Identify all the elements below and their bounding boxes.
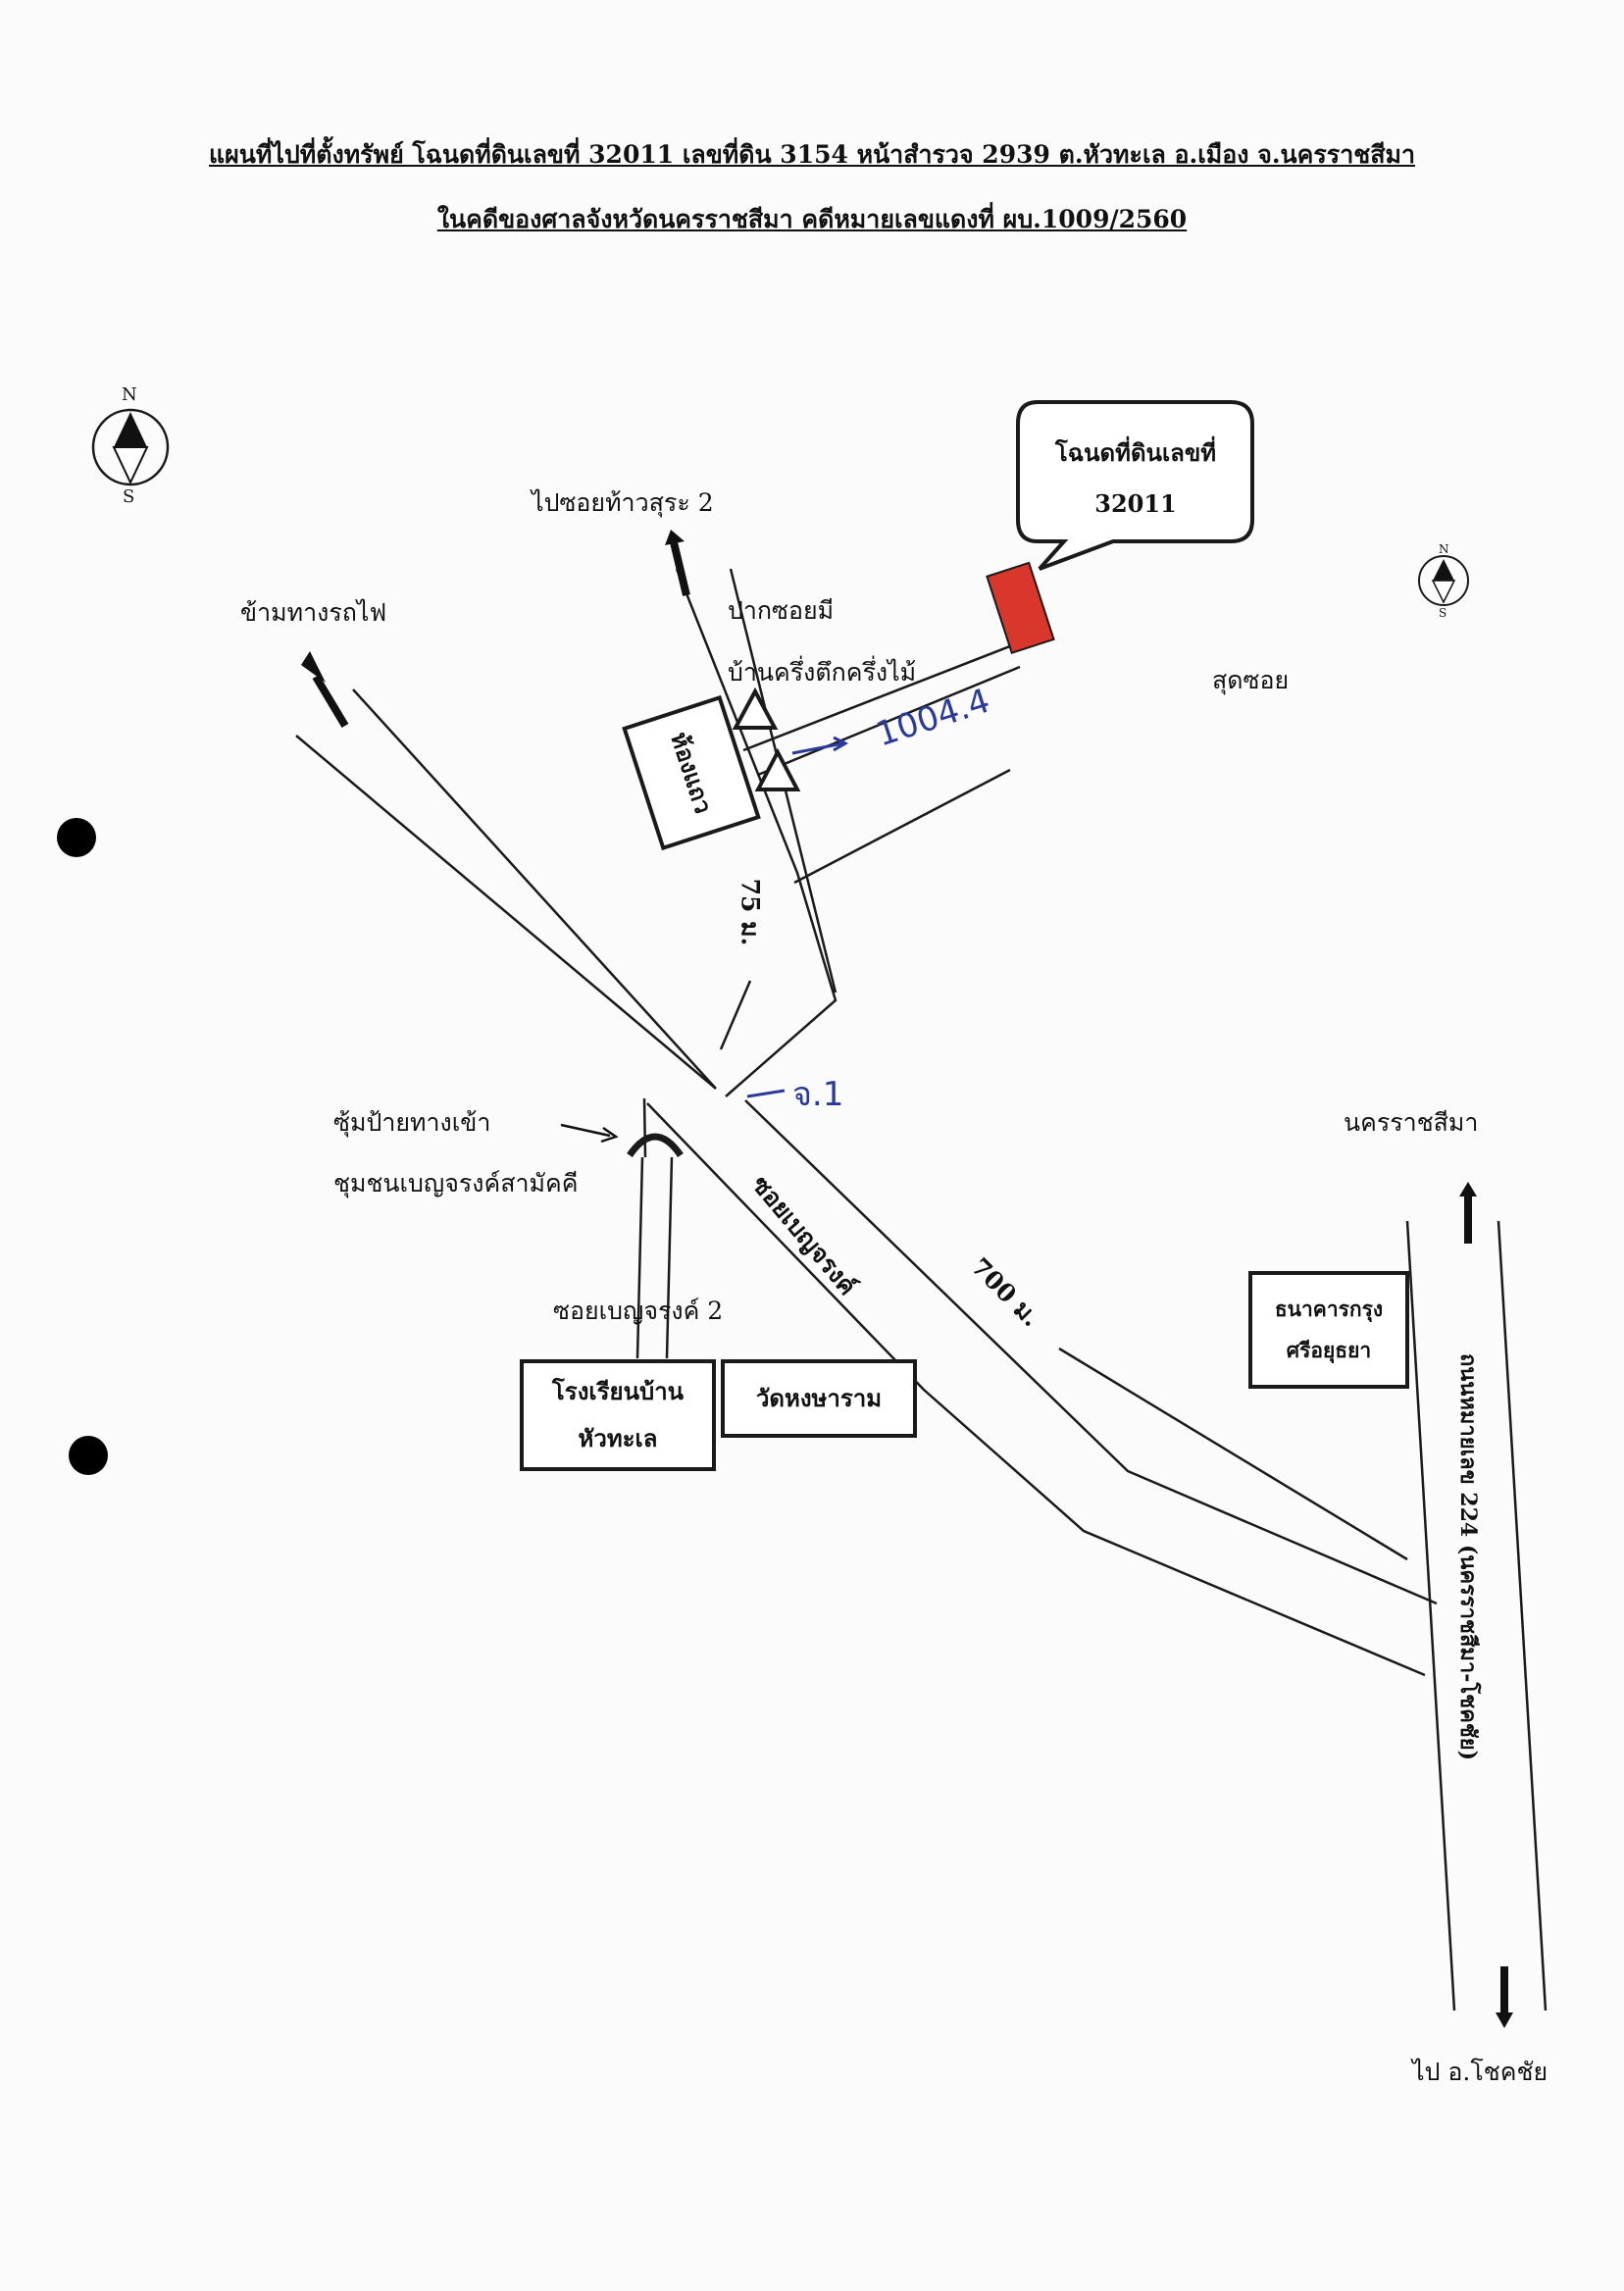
school-line2: หัวทะเล — [578, 1424, 658, 1452]
label-to-soi-thaosura: ไปซอยท้าวสุระ 2 — [532, 488, 714, 517]
arrow-head — [301, 651, 326, 683]
compass-large — [91, 408, 170, 486]
pen-arrow — [791, 741, 844, 755]
soi-benjarong-2-road — [627, 1097, 684, 1359]
highway-224 — [1405, 1220, 1548, 2011]
temple-label: วัดหงษาราม — [755, 1384, 883, 1412]
case-subtitle: ในคดีของศาลจังหวัดนครราชสีมา คดีหมายเลขแ… — [436, 205, 1188, 233]
arrow-head — [1459, 1182, 1477, 1196]
callout-line1: โฉนดที่ดินเลขที่ — [1054, 438, 1217, 467]
label-nakhon-ratchasima: นครราชสีมา — [1344, 1108, 1479, 1137]
label-across-railway: ข้ามทางรถไฟ — [240, 598, 387, 627]
pen-dash — [746, 1089, 786, 1098]
bank-line2: ศรีอยุธยา — [1286, 1338, 1372, 1362]
direction-arrows — [312, 541, 1508, 2018]
label-highway-224: ถนนหมายเลข 224 (นครราชสีมา-โชคชัย) — [1455, 1352, 1482, 1761]
compass-south: S — [123, 486, 135, 507]
triangle-marker — [732, 687, 779, 730]
compass-north: N — [122, 384, 137, 405]
bank-box: ธนาคารกรุง ศรีอยุธยา — [1248, 1271, 1409, 1389]
callout-text: โฉนดที่ดินเลขที่ 32011 — [1020, 428, 1251, 530]
callout-line2: 32011 — [1094, 489, 1177, 518]
arrow-to-railway — [312, 674, 349, 729]
land-plot-marker — [986, 561, 1055, 655]
triangle-marker — [754, 747, 801, 791]
label-to-chok-chai: ไป อ.โชคชัย — [1412, 2058, 1548, 2086]
compass-north-small: N — [1439, 542, 1449, 556]
punch-hole — [57, 818, 96, 857]
temple-box: วัดหงษาราม — [721, 1359, 917, 1438]
pen-point-mark: จ.1 — [792, 1075, 844, 1114]
label-arch-sign-2: ชุมชนเบญจรงค์สามัคคี — [333, 1169, 579, 1197]
arrow-head — [665, 530, 685, 545]
school-box: โรงเรียนบ้าน หัวทะเล — [520, 1359, 716, 1471]
school-line1: โรงเรียนบ้าน — [551, 1377, 685, 1405]
arrow-to-thaosura — [670, 541, 690, 596]
compass-south-small: S — [1439, 606, 1447, 620]
soi-benjarong-road — [295, 688, 1438, 1677]
label-distance-75: 75 ม. — [736, 878, 765, 946]
compass-small — [1418, 555, 1469, 606]
callout-bubble — [1016, 400, 1254, 571]
label-soi-entrance: ปากซอยมี — [728, 596, 835, 625]
small-soi-road — [675, 568, 1021, 1097]
bank-line1: ธนาคารกรุง — [1274, 1297, 1384, 1321]
arch-pointer-arrow — [560, 1123, 611, 1138]
map-title: แผนที่ไปที่ตั้งทรัพย์ โฉนดที่ดินเลขที่ 3… — [209, 140, 1415, 169]
label-soi-benjarong-2: ซอยเบญจรงค์ 2 — [553, 1297, 724, 1325]
label-half-house: บ้านครึ่งตึกครึ่งไม้ — [728, 658, 917, 687]
punch-hole — [69, 1436, 108, 1475]
label-end-of-soi: สุดซอย — [1212, 666, 1290, 694]
arrow-head — [1496, 2012, 1513, 2028]
label-arch-sign-1: ซุ้มป้ายทางเข้า — [333, 1108, 491, 1137]
shophouse-label: ห้องแถว — [665, 728, 719, 817]
